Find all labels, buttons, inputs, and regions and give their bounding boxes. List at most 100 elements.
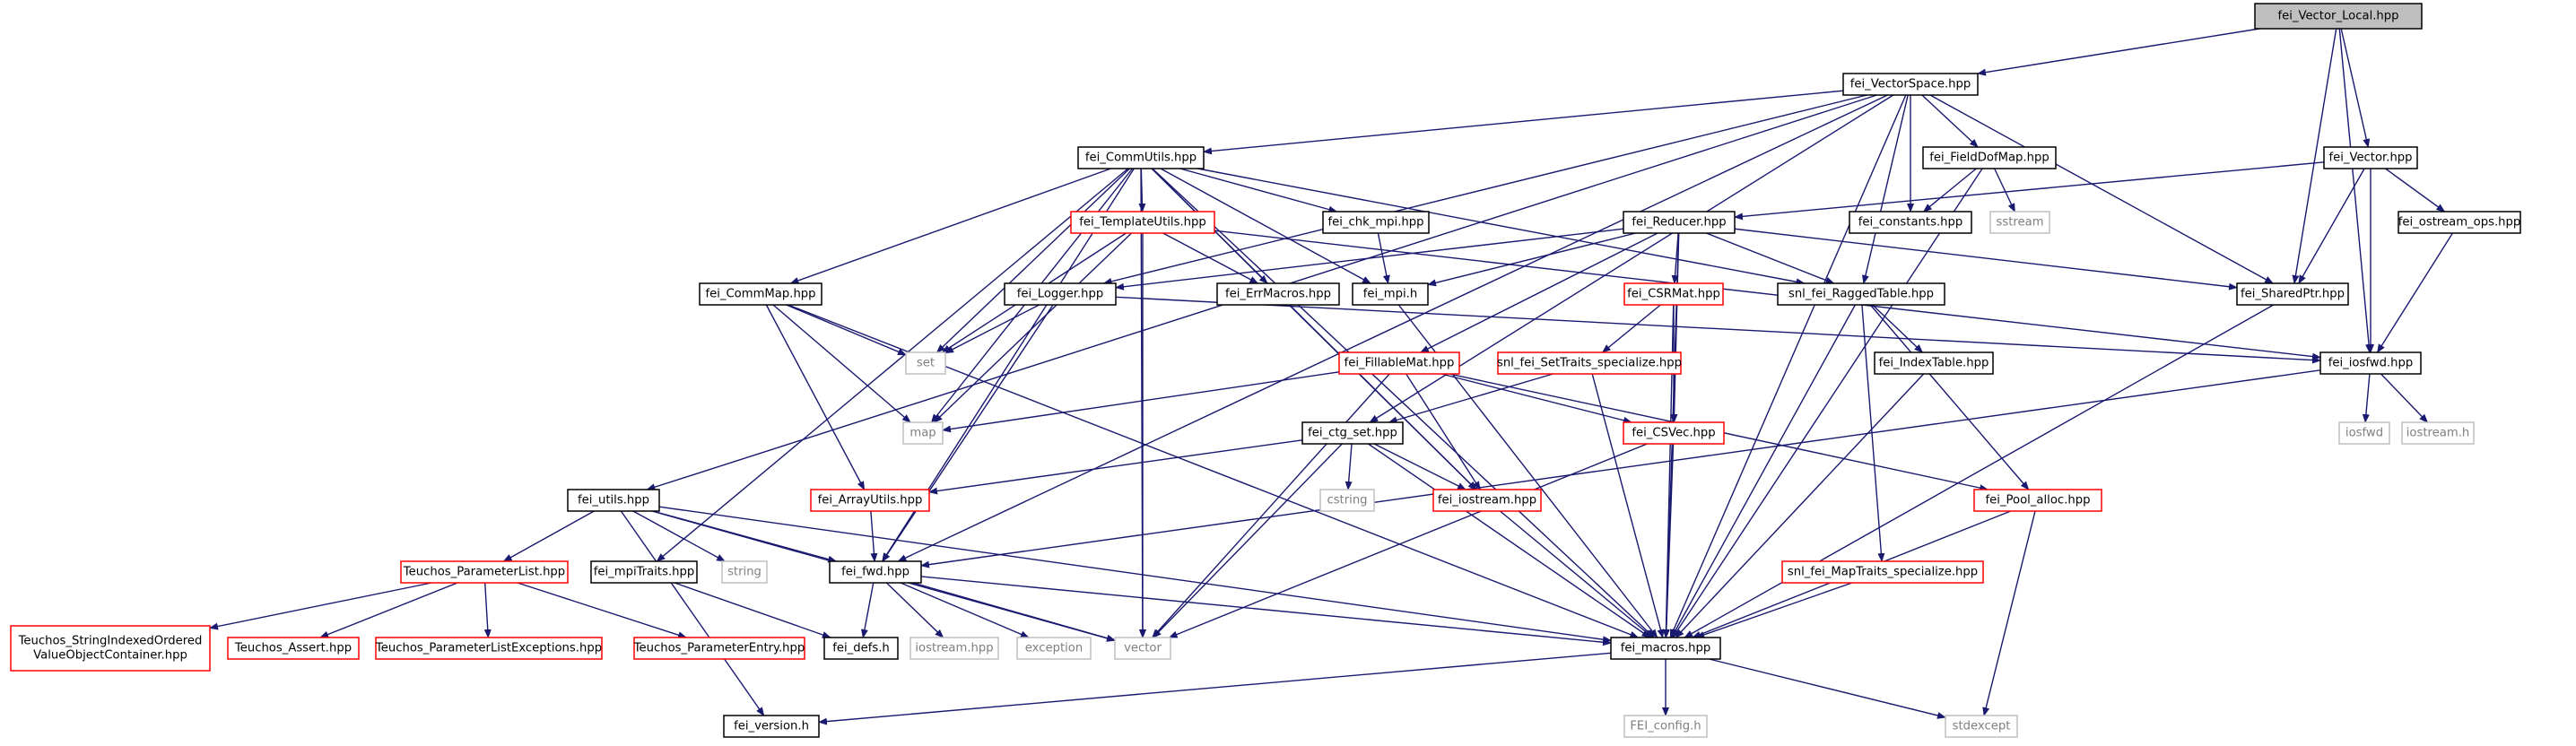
node-commmap[interactable]: fei_CommMap.hpp bbox=[699, 282, 822, 306]
include-edge bbox=[1672, 168, 1983, 638]
include-edge bbox=[1601, 304, 1661, 353]
include-edge bbox=[1591, 373, 1665, 638]
edge-fielddofmap-to-constants bbox=[1922, 168, 1977, 213]
node-poolalloc[interactable]: fei_Pool_alloc.hpp bbox=[1973, 489, 2102, 512]
node-defs[interactable]: fei_defs.h bbox=[823, 637, 899, 660]
edge-vectorspace-to-sharedptr bbox=[1929, 94, 2275, 284]
include-edge bbox=[1662, 304, 1675, 638]
edge-vector-to-ostreamops bbox=[2385, 168, 2446, 213]
include-edge bbox=[1675, 373, 1925, 638]
include-edge bbox=[1861, 94, 1909, 284]
edge-macros-to-version bbox=[818, 652, 1612, 725]
include-edge bbox=[674, 582, 831, 638]
node-utils[interactable]: fei_utils.hpp bbox=[567, 489, 660, 512]
node-box bbox=[400, 560, 569, 584]
include-edge bbox=[885, 582, 944, 638]
node-box bbox=[1623, 715, 1708, 738]
node-reducer[interactable]: fei_Reducer.hpp bbox=[1623, 211, 1736, 234]
node-label: iostream.h bbox=[2406, 427, 2470, 440]
include-edge bbox=[920, 576, 1612, 646]
include-edge bbox=[1345, 443, 1353, 490]
node-chkmpi[interactable]: fei_chk_mpi.hpp bbox=[1322, 211, 1430, 234]
node-label: fei_Logger.hpp bbox=[1017, 288, 1104, 301]
node-templateutils[interactable]: fei_TemplateUtils.hpp bbox=[1070, 211, 1215, 234]
node-errmacros[interactable]: fei_ErrMacros.hpp bbox=[1216, 282, 1340, 306]
edge-vectorspace-to-raggedtable bbox=[1861, 94, 1909, 284]
node-box bbox=[1322, 211, 1430, 234]
node-settraits[interactable]: snl_fei_SetTraits_specialize.hpp bbox=[1497, 351, 1682, 375]
edge-iosfwd-to-iostreamh bbox=[2380, 373, 2429, 423]
include-edge bbox=[483, 582, 492, 638]
node-assert[interactable]: Teuchos_Assert.hpp bbox=[227, 637, 360, 660]
node-vectorspace[interactable]: fei_VectorSpace.hpp bbox=[1842, 73, 1979, 96]
include-edge bbox=[1373, 443, 1466, 490]
include-edge bbox=[1162, 232, 1259, 284]
include-edge bbox=[1369, 94, 1894, 423]
include-edge bbox=[209, 582, 432, 630]
node-label: fei_chk_mpi.hpp bbox=[1327, 216, 1423, 230]
node-label: fei_ostream_ops.hpp bbox=[2398, 216, 2521, 230]
edge-templateutils-to-map bbox=[933, 232, 1132, 423]
node-feiiostream[interactable]: fei_iostream.hpp bbox=[1432, 489, 1542, 512]
include-edge bbox=[1994, 168, 2015, 213]
node-csvec[interactable]: fei_CSVec.hpp bbox=[1623, 421, 1725, 445]
node-csrmat[interactable]: fei_CSRMat.hpp bbox=[1623, 282, 1724, 306]
node-map: map bbox=[902, 421, 944, 445]
node-box bbox=[1016, 637, 1092, 660]
node-box bbox=[1777, 282, 1945, 306]
node-fwd[interactable]: fei_fwd.hpp bbox=[829, 560, 922, 584]
node-cstring: cstring bbox=[1319, 489, 1375, 512]
edge-reducer-to-logger bbox=[1115, 228, 1624, 291]
node-version[interactable]: fei_version.h bbox=[723, 715, 820, 738]
node-fillablemat[interactable]: fei_FillableMat.hpp bbox=[1338, 351, 1460, 375]
node-mpih[interactable]: fei_mpi.h bbox=[1352, 282, 1429, 306]
node-box bbox=[10, 625, 211, 672]
edge-settraits-to-macros bbox=[1591, 373, 1665, 638]
node-box bbox=[1352, 282, 1429, 306]
node-plexceptions[interactable]: Teuchos_ParameterListExceptions.hpp bbox=[375, 637, 603, 660]
include-edge bbox=[1669, 94, 1907, 638]
node-commutils[interactable]: fei_CommUtils.hpp bbox=[1077, 146, 1205, 169]
include-edge bbox=[1368, 443, 1651, 638]
node-fielddofmap[interactable]: fei_FieldDofMap.hpp bbox=[1922, 146, 2057, 169]
node-label: fei_utils.hpp bbox=[578, 494, 649, 507]
include-edge bbox=[1179, 168, 1338, 213]
node-stringindexed[interactable]: Teuchos_StringIndexedOrderedValueObjectC… bbox=[10, 625, 211, 672]
node-paramentry[interactable]: Teuchos_ParameterEntry.hpp bbox=[633, 637, 805, 660]
node-indextable[interactable]: fei_IndexTable.hpp bbox=[1874, 351, 1994, 375]
edge-vectorspace-to-logger bbox=[1102, 94, 1867, 285]
node-ctgset[interactable]: fei_ctg_set.hpp bbox=[1301, 421, 1404, 445]
edge-paramlist-to-paramentry bbox=[517, 582, 687, 639]
node-label: fei_Vector_Local.hpp bbox=[2277, 10, 2398, 23]
node-maptraits[interactable]: snl_fei_MapTraits_specialize.hpp bbox=[1781, 560, 1984, 584]
include-edge bbox=[1115, 296, 2321, 364]
node-label: FEI_config.h bbox=[1630, 720, 1701, 733]
node-label: map bbox=[909, 427, 936, 440]
edge-utils-to-version bbox=[620, 510, 765, 716]
node-label: fei_macros.hpp bbox=[1621, 642, 1711, 655]
node-iosfwd[interactable]: fei_iosfwd.hpp bbox=[2319, 351, 2422, 375]
node-box bbox=[1070, 211, 1215, 234]
node-stdexcept: stdexcept bbox=[1945, 715, 2018, 738]
node-logger[interactable]: fei_Logger.hpp bbox=[1004, 282, 1117, 306]
node-macros[interactable]: fei_macros.hpp bbox=[1610, 637, 1721, 660]
node-paramlist[interactable]: Teuchos_ParameterList.hpp bbox=[400, 560, 569, 584]
include-edge bbox=[2292, 28, 2337, 284]
node-label: stdexcept bbox=[1953, 720, 2011, 733]
node-box bbox=[1623, 282, 1724, 306]
node-box bbox=[1497, 351, 1682, 375]
edge-csvec-to-macros bbox=[1662, 443, 1675, 638]
include-edge bbox=[818, 652, 1612, 725]
edge-vectorspace-to-macros bbox=[1669, 94, 1907, 638]
node-mpitraits[interactable]: fei_mpiTraits.hpp bbox=[590, 560, 698, 584]
node-raggedtable[interactable]: snl_fei_RaggedTable.hpp bbox=[1777, 282, 1945, 306]
node-vector[interactable]: fei_Vector.hpp bbox=[2323, 146, 2418, 169]
node-ostreamops[interactable]: fei_ostream_ops.hpp bbox=[2398, 211, 2521, 234]
node-constants[interactable]: fei_constants.hpp bbox=[1849, 211, 1972, 234]
node-sharedptr[interactable]: fei_SharedPtr.hpp bbox=[2236, 282, 2349, 306]
edge-vector-to-sharedptr bbox=[2298, 168, 2365, 284]
node-label: Teuchos_ParameterEntry.hpp bbox=[633, 642, 805, 655]
include-edge bbox=[1922, 168, 1977, 213]
node-root[interactable]: fei_Vector_Local.hpp bbox=[2254, 3, 2423, 30]
node-arrayutils[interactable]: fei_ArrayUtils.hpp bbox=[810, 489, 930, 512]
